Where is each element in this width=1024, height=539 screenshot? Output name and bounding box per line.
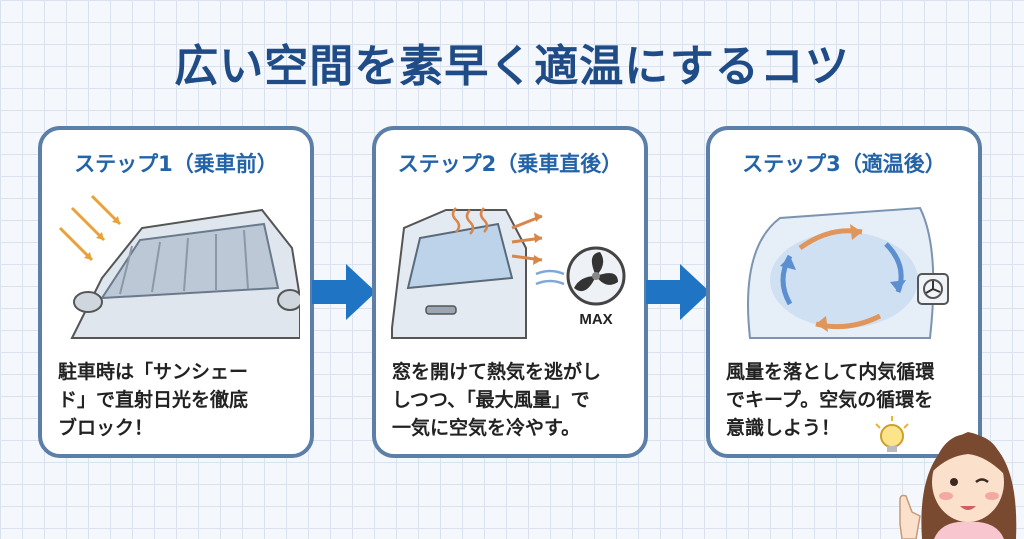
fan-max-label: MAX bbox=[579, 311, 612, 328]
step-card-1: ステップ1（乗車前） 駐車時は「サンシェー ド」で直射日光を徹底 ブロック！ bbox=[38, 126, 314, 458]
sunshade-icon bbox=[102, 224, 278, 298]
sun-rays-icon bbox=[60, 196, 120, 260]
step-description: 窓を開けて熱気を逃がし しつつ、「最大風量」で 一気に空気を冷やす。 bbox=[392, 358, 636, 442]
step-description: 駐車時は「サンシェー ド」で直射日光を徹底 ブロック！ bbox=[58, 358, 302, 442]
next-step-arrow bbox=[312, 262, 378, 322]
page-title: 広い空間を素早く適温にするコツ bbox=[0, 30, 1024, 94]
step-card-3: ステップ3（適温後） 風量を落として内気循環 でキープ。空気の循環を 意識しよう… bbox=[706, 126, 982, 458]
step-label: ステップ1（乗車前） bbox=[42, 148, 310, 178]
step-label: ステップ3（適温後） bbox=[710, 148, 978, 178]
next-step-arrow bbox=[646, 262, 712, 322]
fan-icon bbox=[918, 274, 948, 304]
step-card-2: ステップ2（乗車直後） MAX 窓を開けて熱気を逃がし しつつ、「最大風量」で … bbox=[372, 126, 648, 458]
recirculation-illustration bbox=[720, 188, 968, 348]
ventilation-illustration: MAX bbox=[386, 188, 634, 348]
lightbulb-icon bbox=[876, 416, 908, 452]
sunshade-illustration bbox=[52, 188, 300, 348]
fan-icon bbox=[568, 248, 624, 304]
mascot-character bbox=[872, 412, 1024, 539]
step-label: ステップ2（乗車直後） bbox=[376, 148, 644, 178]
